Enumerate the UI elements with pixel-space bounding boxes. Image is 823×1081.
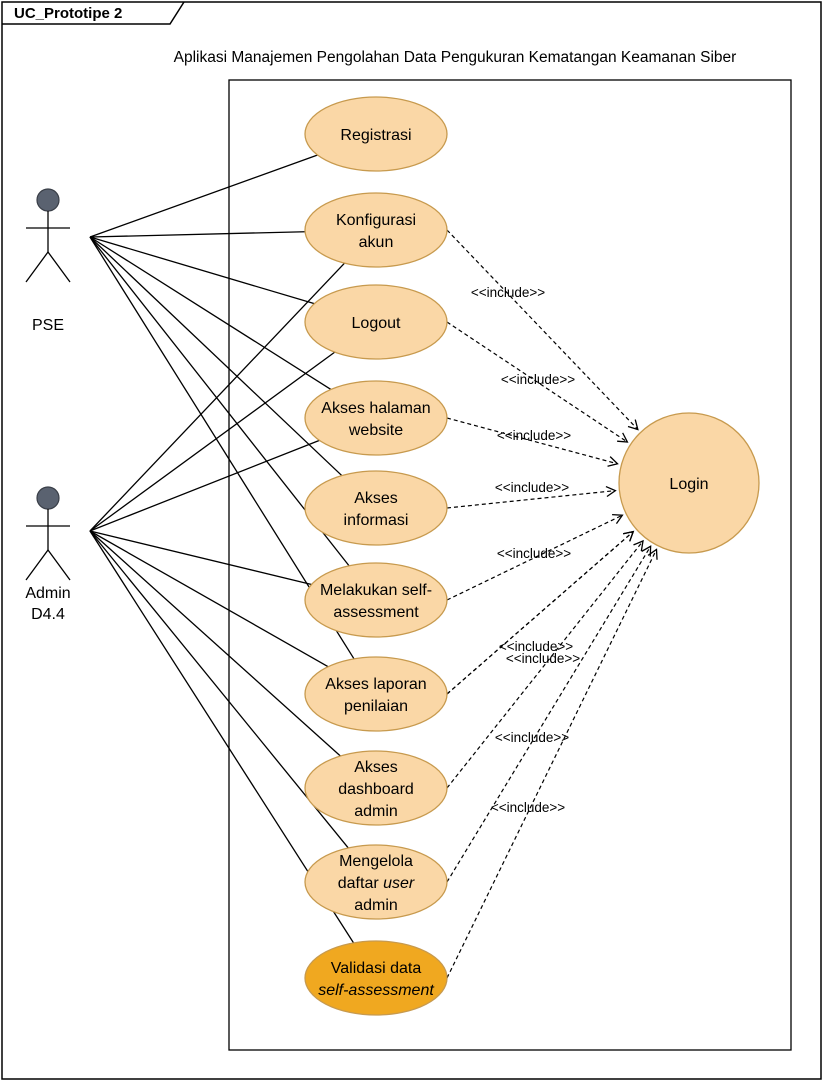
usecase-validasi[interactable]: Validasi data self-assessment <box>304 940 448 1016</box>
actor-label: Admin <box>25 585 70 602</box>
usecase-label: Melakukan self- <box>320 582 432 599</box>
include-label: <<include>> <box>497 428 571 443</box>
usecase-ellipse <box>304 284 448 360</box>
include-relations: <<include>><<include>><<include>><<inclu… <box>446 229 658 979</box>
usecase-label: Akses <box>354 759 398 776</box>
frame-tab <box>2 1 185 25</box>
association-pse-informasi <box>89 236 343 477</box>
include-label: <<include>> <box>495 480 569 495</box>
include-arrow-validasi <box>446 548 658 979</box>
include-arrow-mengelola <box>446 545 652 883</box>
usecase-label: Akses halaman <box>321 400 430 417</box>
usecase-label: admin <box>354 897 398 914</box>
include-label: <<include>> <box>471 285 545 300</box>
include-arrow-konfigurasi <box>446 229 639 431</box>
usecase-ellipse <box>304 562 448 638</box>
usecase-ellipse <box>304 844 448 920</box>
usecase-label: Akses laporan <box>325 676 426 693</box>
usecase-laporan[interactable]: Akses laporan penilaian <box>304 656 448 732</box>
association-pse-registrasi <box>89 154 318 238</box>
include-label: <<include>> <box>501 372 575 387</box>
usecase-label: Logout <box>352 315 401 332</box>
usecase-ellipse <box>304 380 448 456</box>
include-arrow-self <box>446 513 624 601</box>
actor-head <box>36 486 60 510</box>
usecase-label: informasi <box>344 512 409 529</box>
include-label: <<include>> <box>499 639 573 654</box>
actor-head <box>36 188 60 212</box>
usecase-registrasi[interactable]: Registrasi <box>304 96 448 172</box>
include-label: <<include>> <box>506 651 580 666</box>
include-arrow-laporan <box>446 530 635 695</box>
usecase-konfigurasi[interactable]: Konfigurasi akun <box>304 192 448 268</box>
usecase-informasi[interactable]: Akses informasi <box>304 470 448 546</box>
usecase-mengelola[interactable]: Mengelola daftar user admin <box>304 844 448 920</box>
association-admin-konfigurasi <box>89 262 345 532</box>
usecase-ellipse <box>304 940 448 1016</box>
association-admin-self <box>89 530 312 586</box>
include-arrow-halaman <box>446 417 619 467</box>
include-label: <<include>> <box>497 546 571 561</box>
usecase-label: assessment <box>333 604 419 621</box>
include-label: <<include>> <box>491 800 565 815</box>
usecase-dashboard[interactable]: Akses dashboard admin <box>304 750 448 826</box>
usecase-self[interactable]: Melakukan self-assessment <box>304 562 448 638</box>
usecase-login[interactable]: Login <box>618 412 760 554</box>
usecase-ellipse <box>304 656 448 732</box>
frame-title: UC_Prototipe 2 <box>14 5 122 22</box>
include-arrow-dashboard <box>446 539 644 789</box>
include-arrow-logout <box>446 321 629 443</box>
usecase-label: Registrasi <box>340 127 411 144</box>
association-admin-laporan <box>89 530 329 668</box>
usecase-ellipse <box>304 96 448 172</box>
association-pse-konfigurasi <box>89 231 306 238</box>
system-title: Aplikasi Manajemen Pengolahan Data Pengu… <box>174 49 737 66</box>
login-label: Login <box>669 476 708 493</box>
actor-label: PSE <box>32 317 64 334</box>
usecase-ellipse <box>304 750 448 826</box>
association-admin-halaman <box>89 439 320 532</box>
include-arrow-informasi <box>446 485 617 509</box>
usecase-label: Akses <box>354 490 398 507</box>
usecase-label: daftar user <box>338 875 415 892</box>
usecase-label: penilaian <box>344 698 408 715</box>
usecase-ellipse <box>304 470 448 546</box>
usecase-halaman[interactable]: Akses halaman website <box>304 380 448 456</box>
actor-label: D4.4 <box>31 606 65 623</box>
association-admin-logout <box>89 351 336 532</box>
usecase-label: Mengelola <box>339 853 413 870</box>
usecase-label: admin <box>354 803 398 820</box>
usecase-label: dashboard <box>338 781 414 798</box>
association-pse-logout <box>89 236 315 305</box>
usecase-label: Konfigurasi <box>336 212 416 229</box>
association-admin-mengelola <box>89 530 349 849</box>
association-admin-dashboard <box>89 530 341 757</box>
usecase-label: akun <box>359 234 394 251</box>
association-lines <box>89 154 355 944</box>
usecase-logout[interactable]: Logout <box>304 284 448 360</box>
usecase-label: self-assessment <box>318 982 434 999</box>
association-pse-halaman <box>89 236 332 390</box>
actor-pse[interactable]: PSE <box>25 188 71 334</box>
login-usecase-group: Login <box>618 412 760 554</box>
usecase-label: Validasi data <box>331 960 422 977</box>
usecase-ellipse <box>304 192 448 268</box>
include-label: <<include>> <box>495 730 569 745</box>
login-circle <box>618 412 760 554</box>
usecase-label: website <box>348 422 403 439</box>
